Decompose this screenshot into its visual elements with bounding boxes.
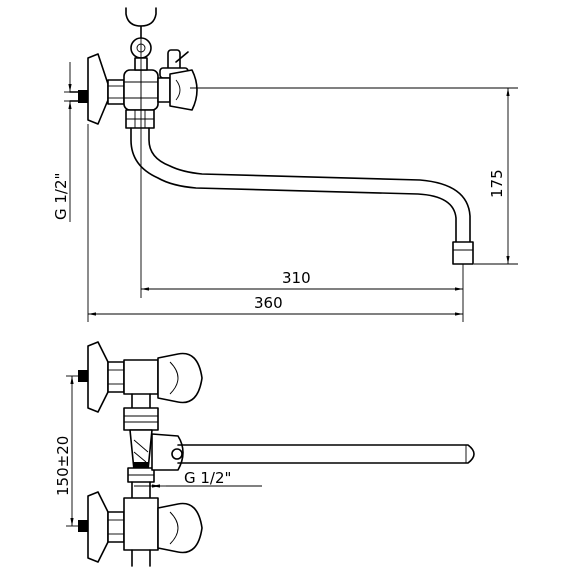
spout bbox=[130, 127, 474, 265]
side-elevation-view: G 1/2" 175 310 360 bbox=[52, 7, 518, 322]
spout-plan bbox=[151, 433, 475, 471]
thread-label-top: G 1/2" bbox=[52, 173, 70, 220]
connection-nut bbox=[107, 79, 125, 105]
center-distance-dimension bbox=[66, 375, 80, 527]
plan-view: 150±20 G 1/2" bbox=[54, 341, 475, 567]
central-body bbox=[123, 407, 159, 483]
thread-label-bottom: G 1/2" bbox=[184, 469, 231, 487]
height-label: 175 bbox=[488, 169, 506, 198]
valve-handle bbox=[157, 69, 198, 111]
spout-length-label: 310 bbox=[282, 269, 311, 287]
center-distance-label: 150±20 bbox=[54, 436, 72, 496]
upper-valve-assembly bbox=[78, 341, 203, 413]
lower-valve-assembly bbox=[78, 481, 203, 567]
swivel-nut bbox=[125, 109, 155, 129]
wall-flange bbox=[69, 53, 109, 125]
total-length-label: 360 bbox=[254, 294, 283, 312]
thread-dimension-left bbox=[64, 62, 78, 222]
